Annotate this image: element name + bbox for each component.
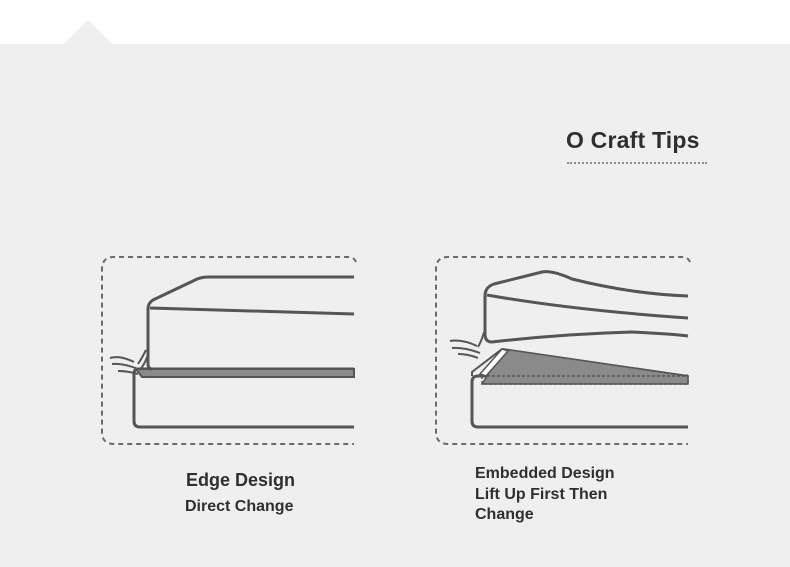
dashed-frame: [435, 256, 691, 445]
edge-design-subtitle: Direct Change: [185, 498, 294, 515]
edge-design-title: Edge Design: [186, 470, 296, 490]
lift-arrows-icon: [449, 339, 481, 359]
embedded-design-title: Embedded Design: [475, 465, 615, 482]
title-underline: [567, 162, 707, 164]
dashed-frame: [101, 256, 357, 445]
panel-notch: [64, 20, 112, 44]
content-panel: [0, 44, 790, 567]
mattress-top-outline: [146, 275, 354, 371]
edge-design-illustration: [98, 254, 360, 450]
craft-tips-title: O Craft Tips: [566, 127, 700, 153]
embedded-layer: [480, 348, 689, 385]
cover-layer: [134, 368, 355, 378]
mattress-top-outline: [483, 270, 689, 344]
embedded-design-subtitle: Lift Up First Then Change: [475, 486, 608, 523]
embedded-design-illustration: [432, 254, 694, 450]
base-outline: [470, 374, 688, 429]
pull-arrows-icon: [109, 356, 139, 375]
